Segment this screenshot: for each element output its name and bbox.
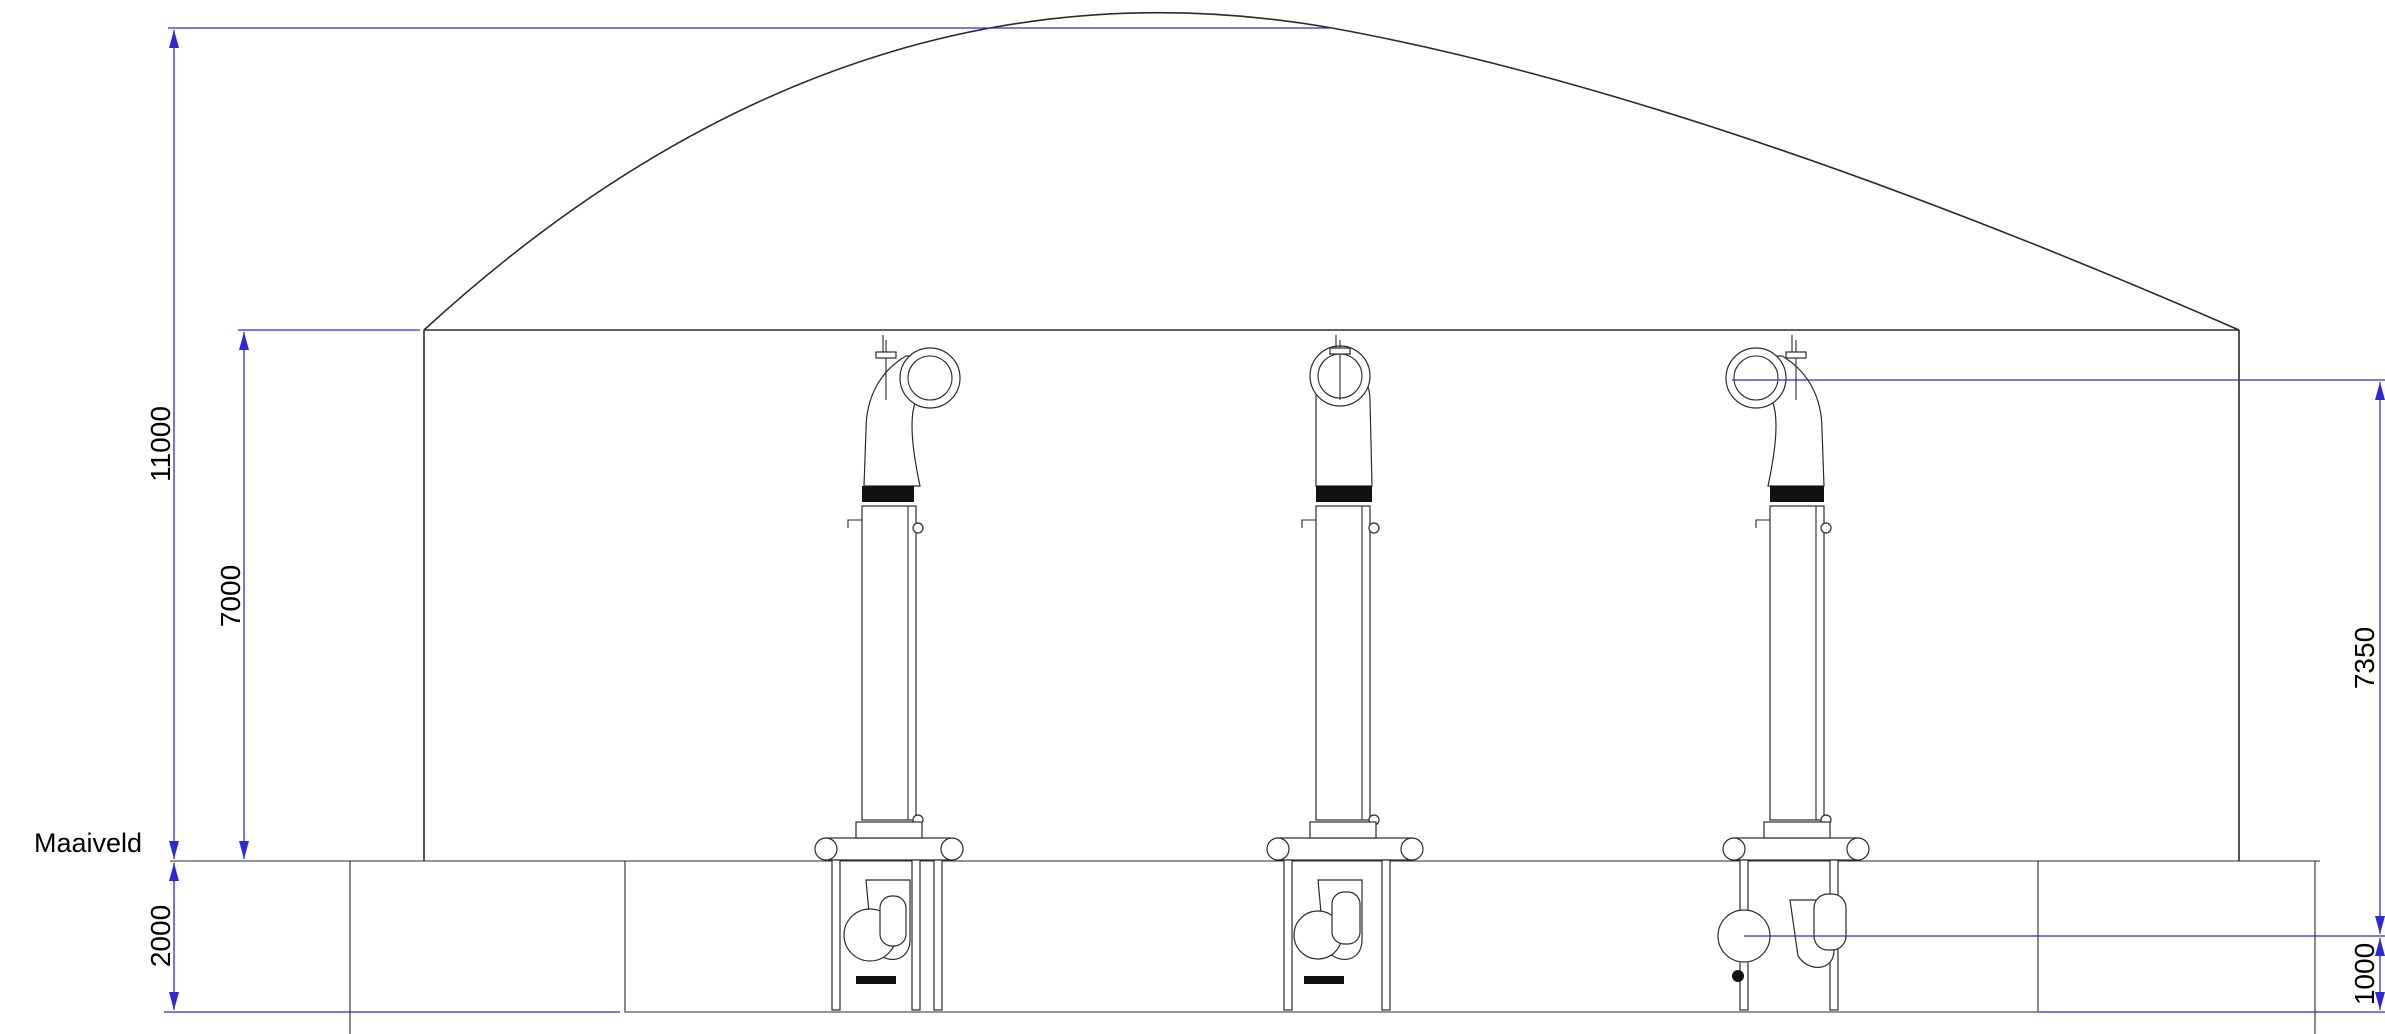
leg [933,859,943,1011]
leg [911,859,921,1011]
valve-handwheel [1732,970,1744,982]
manifold-flange-right [1400,837,1424,861]
gauge [912,522,924,534]
dimension-text-total-height: 11000 [145,406,176,482]
foundation-outline [349,861,2316,1034]
dimension-text-inlet-depth: 1000 [2349,943,2380,1005]
arrow [2375,992,2385,1010]
manifold-flange-left [1722,837,1746,861]
arrow [169,841,179,859]
arrow [239,841,249,859]
flange-inner [907,355,953,401]
side-tap [847,519,862,528]
dimension-text-wall-height: 7000 [215,565,246,627]
arrow [239,332,249,350]
leg [1381,859,1391,1011]
dimension-text-outlet-height: 7350 [2349,627,2380,689]
flange-inner [1733,355,1779,401]
flange [1725,347,1787,409]
pump-volute [1813,893,1847,951]
arrow [169,30,179,48]
column [1315,505,1371,821]
manifold-flange-right [940,837,964,861]
dimensions: 11000 7000 2000 7350 1000 [145,27,2385,1013]
pump-base [1304,976,1344,984]
lifting-eye [1791,335,1804,353]
top-plate [1785,351,1807,359]
manifold-flange-right [1846,837,1870,861]
side-tap [1301,519,1316,528]
arrow [2375,916,2385,934]
coupling [1770,486,1824,502]
pipe-unit-left [814,335,964,1011]
leg [831,859,841,1011]
pipe-unit-middle [1266,335,1424,1011]
flange [899,347,961,409]
pipe-unit-right [1717,335,1870,1011]
leg [1283,859,1293,1011]
pump-volute [1331,891,1361,945]
collar [1309,821,1377,839]
pump-base [856,976,896,984]
arrow [169,992,179,1010]
tank-dome-roof [423,11,2240,331]
manifold [1733,837,1859,861]
coupling [862,486,914,502]
side-tap [1755,519,1770,528]
arrow [2375,382,2385,400]
tank-structure [170,11,2320,1034]
top-plate [1329,347,1351,355]
top-plate [875,351,897,359]
coupling [1316,486,1372,502]
gauge [1820,522,1832,534]
column [1769,505,1825,821]
ground-level-label: Maaiveld [34,828,142,858]
column [861,505,917,821]
arrow [169,863,179,881]
collar [855,821,923,839]
manifold-flange-left [814,837,838,861]
dimension-text-below-grade: 2000 [145,905,176,967]
manifold [1277,837,1413,861]
arrow [2375,938,2385,956]
manifold [825,837,953,861]
pipe-units [814,335,1870,1011]
gauge [1368,522,1380,534]
manifold-flange-left [1266,837,1290,861]
pump-volute [879,895,907,947]
collar [1763,821,1831,839]
tank-wall [423,329,2240,861]
